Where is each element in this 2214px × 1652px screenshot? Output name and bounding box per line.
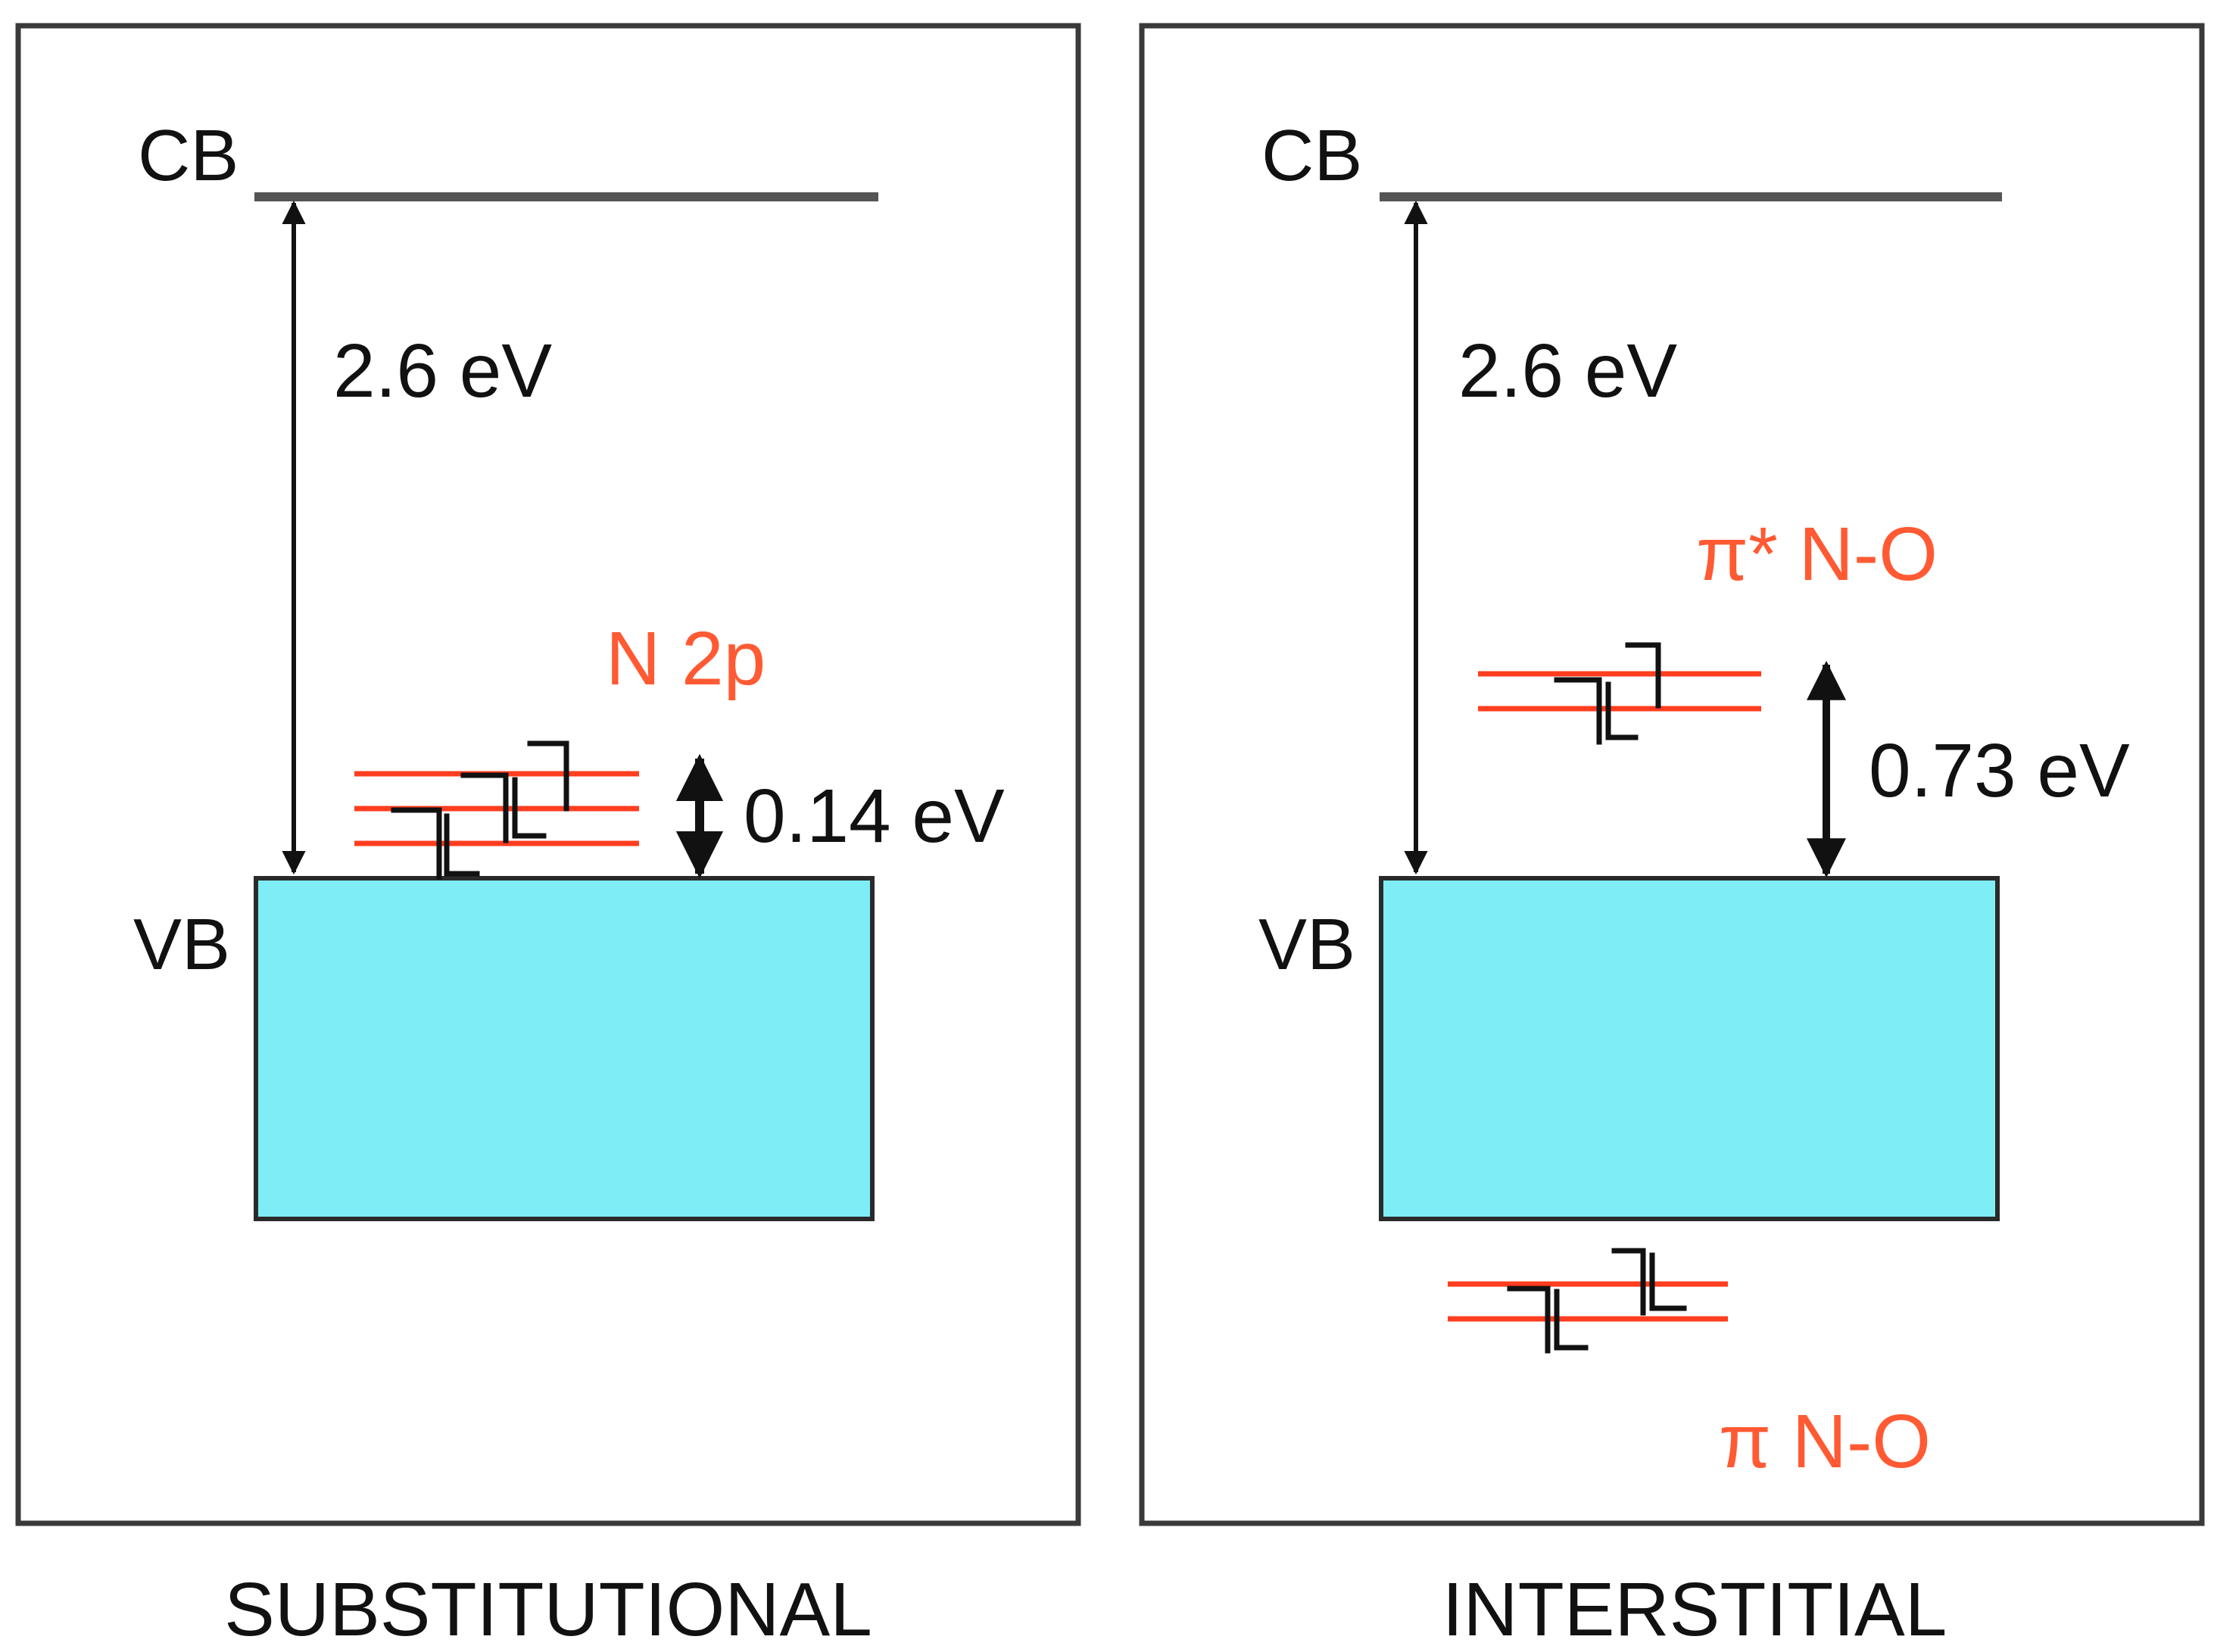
spin-down-harpoon [1605,681,1639,740]
band-gap-label: 2.6 eV [333,329,552,413]
panel-interstitial: CB VB 2.6 eV π* N-O 0.73 eV π N-O [1139,23,2205,1526]
spin-down-harpoon [1554,1289,1589,1351]
electron-spins [391,740,569,880]
pi-star-state-lines [1478,671,1761,712]
spin-up-harpoon [1611,1248,1646,1316]
valence-band [1379,876,2000,1221]
spin-up-harpoon [1625,642,1661,709]
vb-label: VB [1258,904,1355,985]
pi-state-lines [1448,1281,1728,1322]
pi-star-no-label: π* N-O [1696,512,1938,597]
panel-frame [15,23,1081,1526]
spin-up-harpoon [527,740,569,812]
panel-frame [1139,23,2205,1526]
caption-interstitial: INTERSTITIAL [1442,1567,1947,1652]
electron-spins [1554,642,1661,745]
caption-substitutional: SUBSTITUTIONAL [224,1567,872,1652]
pi-star-gap-label: 0.73 eV [1869,728,2130,813]
electron-spins [1507,1248,1687,1354]
n2p-label: N 2p [606,616,766,701]
panel-substitutional: CB VB 2.6 eV N 2p 0.14 eV [15,23,1081,1526]
band-gap-label: 2.6 eV [1458,329,1677,413]
cb-label: CB [138,115,239,196]
pi-no-label: π N-O [1719,1399,1931,1484]
spin-down-harpoon [444,813,480,877]
spin-up-harpoon [1554,677,1602,745]
vb-label: VB [133,904,230,985]
cb-label: CB [1261,115,1362,196]
spin-up-harpoon [460,772,509,843]
spin-down-harpoon [1649,1252,1687,1311]
spin-up-harpoon [1507,1286,1551,1354]
n2p-gap-label: 0.14 eV [744,774,1005,859]
valence-band [254,876,875,1221]
spin-down-harpoon [512,777,547,839]
spin-up-harpoon [391,807,442,880]
